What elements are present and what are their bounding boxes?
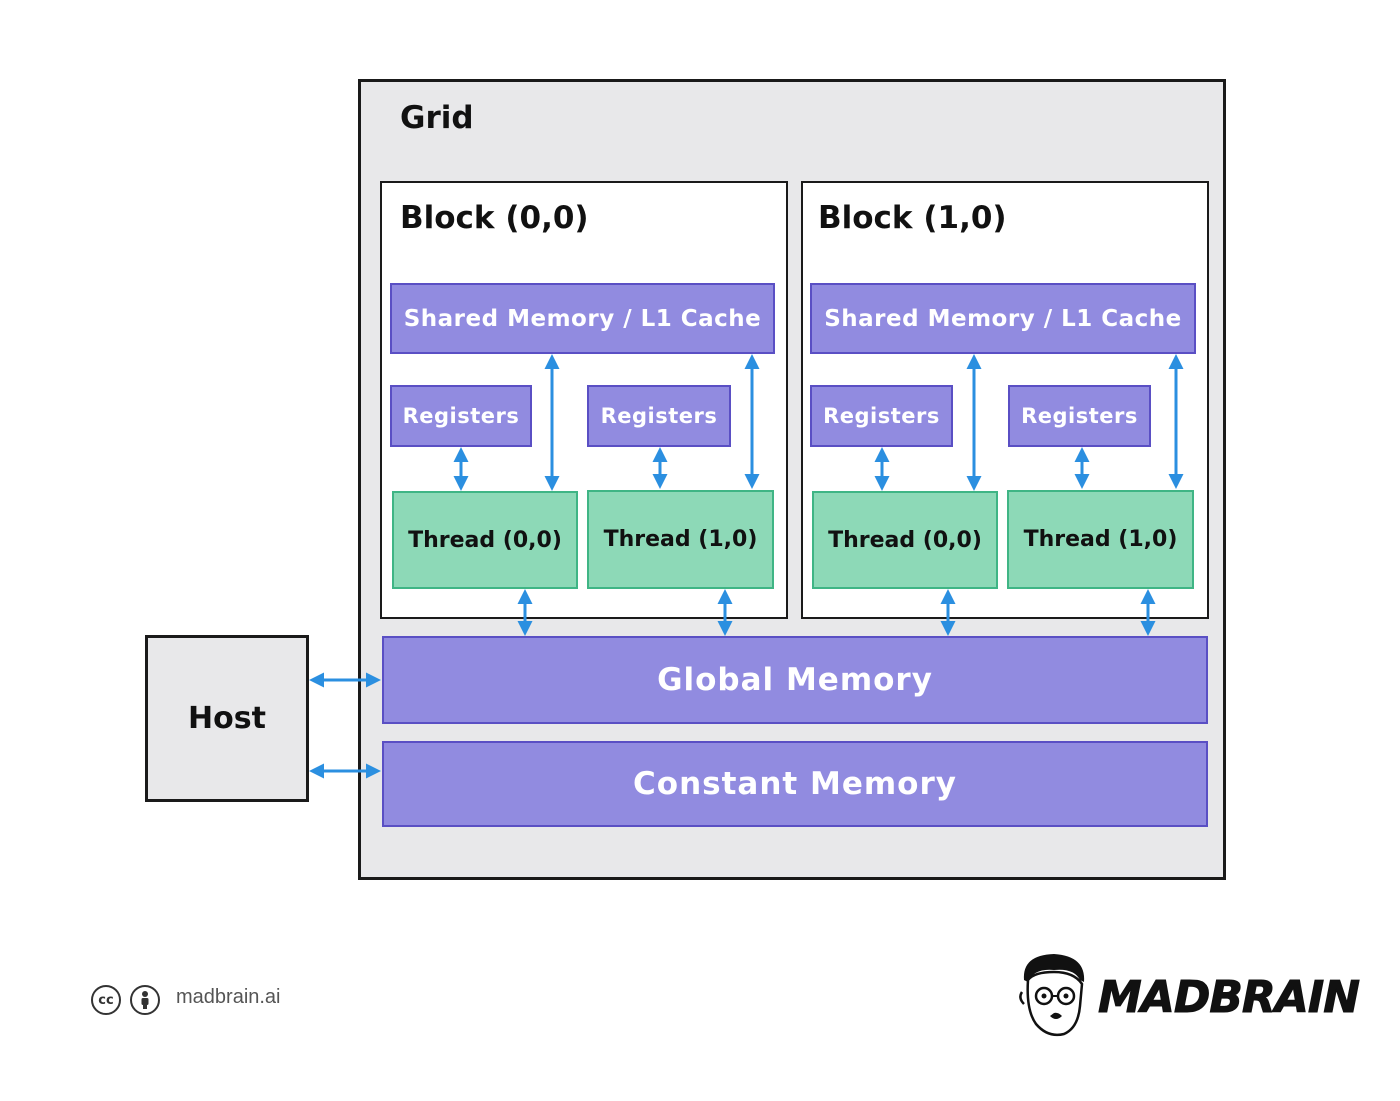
cc-license-icon: cc (91, 985, 121, 1015)
block-1-0-thread-0-0: Thread (0,0) (812, 491, 998, 589)
brand-logo: MADBRAIN (1097, 972, 1360, 1024)
block-1-0-thread-1-0: Thread (1,0) (1007, 490, 1194, 589)
block-0-0-thread-1-0: Thread (1,0) (587, 490, 774, 589)
grid-title: Grid (400, 100, 474, 136)
block-1-0-registers-1: Registers (1008, 385, 1151, 447)
block-0-0-title: Block (0,0) (400, 200, 589, 236)
block-1-0-registers-0: Registers (810, 385, 953, 447)
block-1-0-shared-memory: Shared Memory / L1 Cache (810, 283, 1196, 354)
host-box: Host (145, 635, 309, 802)
attribution-icon (130, 985, 160, 1015)
constant-memory: Constant Memory (382, 741, 1208, 827)
global-memory: Global Memory (382, 636, 1208, 724)
block-0-0-registers-0: Registers (390, 385, 532, 447)
block-0-0-registers-1: Registers (587, 385, 731, 447)
block-0-0-shared-memory: Shared Memory / L1 Cache (390, 283, 775, 354)
mascot-face-icon (1014, 950, 1094, 1042)
block-0-0-thread-0-0: Thread (0,0) (392, 491, 578, 589)
block-1-0-title: Block (1,0) (818, 200, 1007, 236)
site-link[interactable]: madbrain.ai (176, 986, 281, 1008)
